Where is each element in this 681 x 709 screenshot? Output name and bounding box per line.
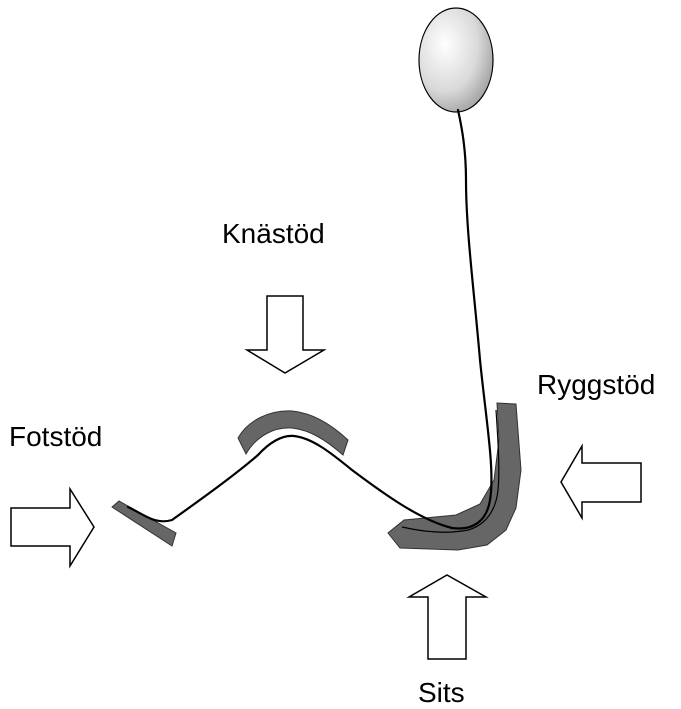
seat-arrow — [409, 575, 486, 659]
head-shape — [419, 8, 493, 112]
back-support-arrow — [561, 446, 641, 518]
knee-support-label: Knästöd — [222, 218, 325, 249]
seat-label: Sits — [418, 677, 465, 708]
body-line — [128, 110, 491, 528]
knee-support-arrow — [247, 296, 324, 373]
knee-support-pad — [238, 411, 348, 455]
foot-support-label: Fotstöd — [9, 421, 102, 452]
foot-support-arrow — [11, 489, 94, 566]
back-support-label: Ryggstöd — [537, 369, 655, 400]
foot-support-pad — [112, 501, 176, 546]
